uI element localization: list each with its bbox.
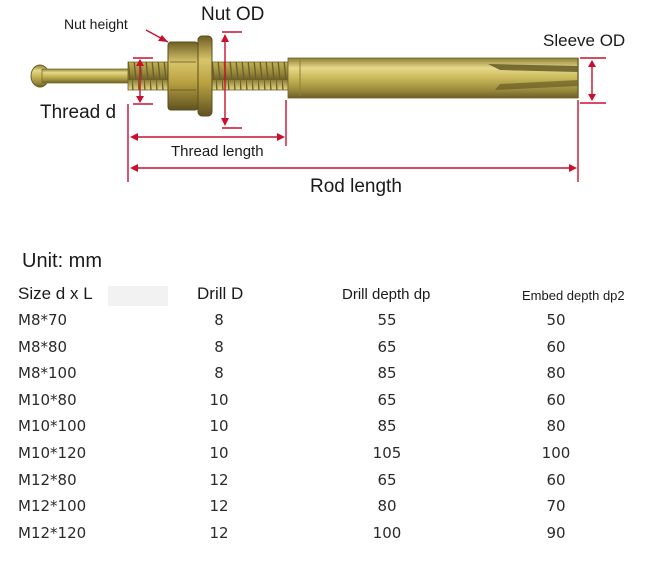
header-shading [108,286,168,306]
table-header: Size d x L Drill D Drill depth dp Embed … [0,284,650,308]
header-drill-d: Drill D [197,284,244,303]
rod-length-label: Rod length [310,176,402,197]
drive-pin [30,64,138,88]
cell-size: M8*100 [18,364,77,383]
cell-size: M10*80 [18,390,77,409]
thread-d-label: Thread d [40,102,117,123]
thread-length-label: Thread length [171,143,264,160]
cell-size: M12*100 [18,497,87,516]
unit-label: Unit: mm [22,250,102,272]
header-size: Size d x L [18,284,93,303]
nut-height-label: Nut height [64,16,128,32]
hex-nut [167,35,213,117]
cell-size: M10*100 [18,417,87,436]
cell-size: M8*70 [18,311,68,329]
anchor-bolt-diagram: Nut height Nut OD Sleeve OD Thread d Thr… [0,0,650,215]
header-embed-depth: Embed depth dp2 [522,288,625,303]
header-drill-depth: Drill depth dp [342,286,431,303]
cell-size: M12*120 [18,523,87,542]
cell-size: M8*80 [18,337,68,356]
spec-table: Size d x L Drill D Drill depth dp Embed … [0,284,650,547]
expansion-sleeve [287,57,579,99]
anchor-bolt-illustration [30,29,606,182]
nut-od-label: Nut OD [201,4,265,25]
sleeve-od-label: Sleeve OD [543,31,626,50]
cell-size: M10*120 [18,443,87,462]
dimension-lines [127,29,606,182]
cell-size: M12*80 [18,470,77,489]
